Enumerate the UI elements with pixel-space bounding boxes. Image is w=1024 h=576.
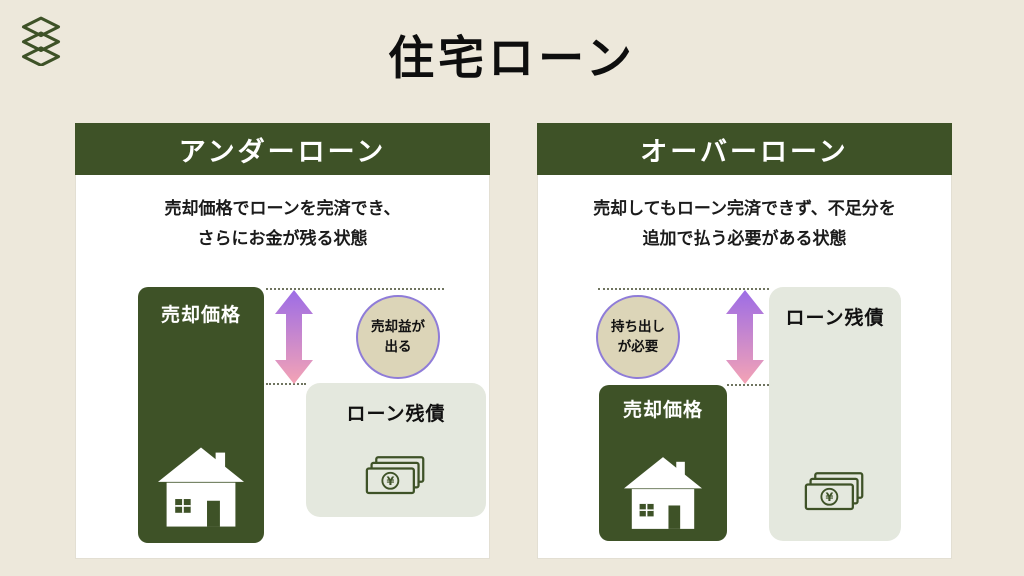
page-title: 住宅ローン	[388, 31, 636, 85]
sale-price-label: 売却価格	[160, 304, 241, 326]
yen-symbol: ¥	[386, 475, 394, 488]
panel-description: 売却してもローン完済できず、不足分を 追加で払う必要がある状態	[538, 195, 951, 255]
panel-body: 売却価格でローンを完済でき、 さらにお金が残る状態 売却価格	[75, 175, 490, 559]
panel-body: 売却してもローン完済できず、不足分を 追加で払う必要がある状態 持ち出し が必要…	[537, 175, 952, 559]
description-line: さらにお金が残る状態	[197, 228, 368, 249]
yen-symbol: ¥	[825, 491, 833, 504]
description-line: 売却価格でローンを完済でき、	[164, 199, 401, 219]
loan-balance-block: ローン残債 ¥	[306, 383, 486, 517]
circle-text: が必要	[617, 339, 659, 355]
dotted-line-top	[266, 288, 444, 290]
panel-description: 売却価格でローンを完済でき、 さらにお金が残る状態	[76, 195, 489, 255]
shortfall-circle: 持ち出し が必要	[596, 295, 680, 379]
loan-balance-label: ローン残債	[346, 403, 446, 425]
circle-text: 売却益が	[371, 318, 425, 335]
banknotes-icon: ¥	[804, 472, 864, 511]
sale-price-label: 売却価格	[622, 399, 703, 421]
panel-header: アンダーローン	[75, 123, 490, 175]
house-icon	[158, 447, 244, 527]
panel-over-loan: オーバーローン 売却してもローン完済できず、不足分を 追加で払う必要がある状態 …	[537, 123, 952, 559]
profit-circle: 売却益が 出る	[356, 295, 440, 379]
dotted-line-bottom	[727, 384, 769, 386]
panel-header: オーバーローン	[537, 123, 952, 175]
description-line: 売却してもローン完済できず、不足分を	[593, 199, 896, 219]
house-icon	[624, 457, 702, 529]
dotted-line-top	[598, 288, 769, 290]
description-line: 追加で払う必要がある状態	[642, 228, 847, 249]
updown-arrow-icon	[275, 290, 313, 384]
circle-text: 持ち出し	[611, 318, 665, 335]
circle-text: 出る	[384, 339, 412, 355]
logo-icon	[21, 16, 61, 66]
sale-price-block: 売却価格	[138, 287, 264, 543]
loan-balance-label: ローン残債	[785, 307, 885, 329]
panel-under-loan: アンダーローン 売却価格でローンを完済でき、 さらにお金が残る状態 売却価格	[75, 123, 490, 559]
dotted-line-bottom	[266, 383, 306, 385]
banknotes-icon: ¥	[365, 456, 425, 495]
sale-price-block: 売却価格	[599, 385, 727, 541]
updown-arrow-icon	[726, 290, 764, 384]
loan-balance-block: ローン残債 ¥	[769, 287, 901, 541]
